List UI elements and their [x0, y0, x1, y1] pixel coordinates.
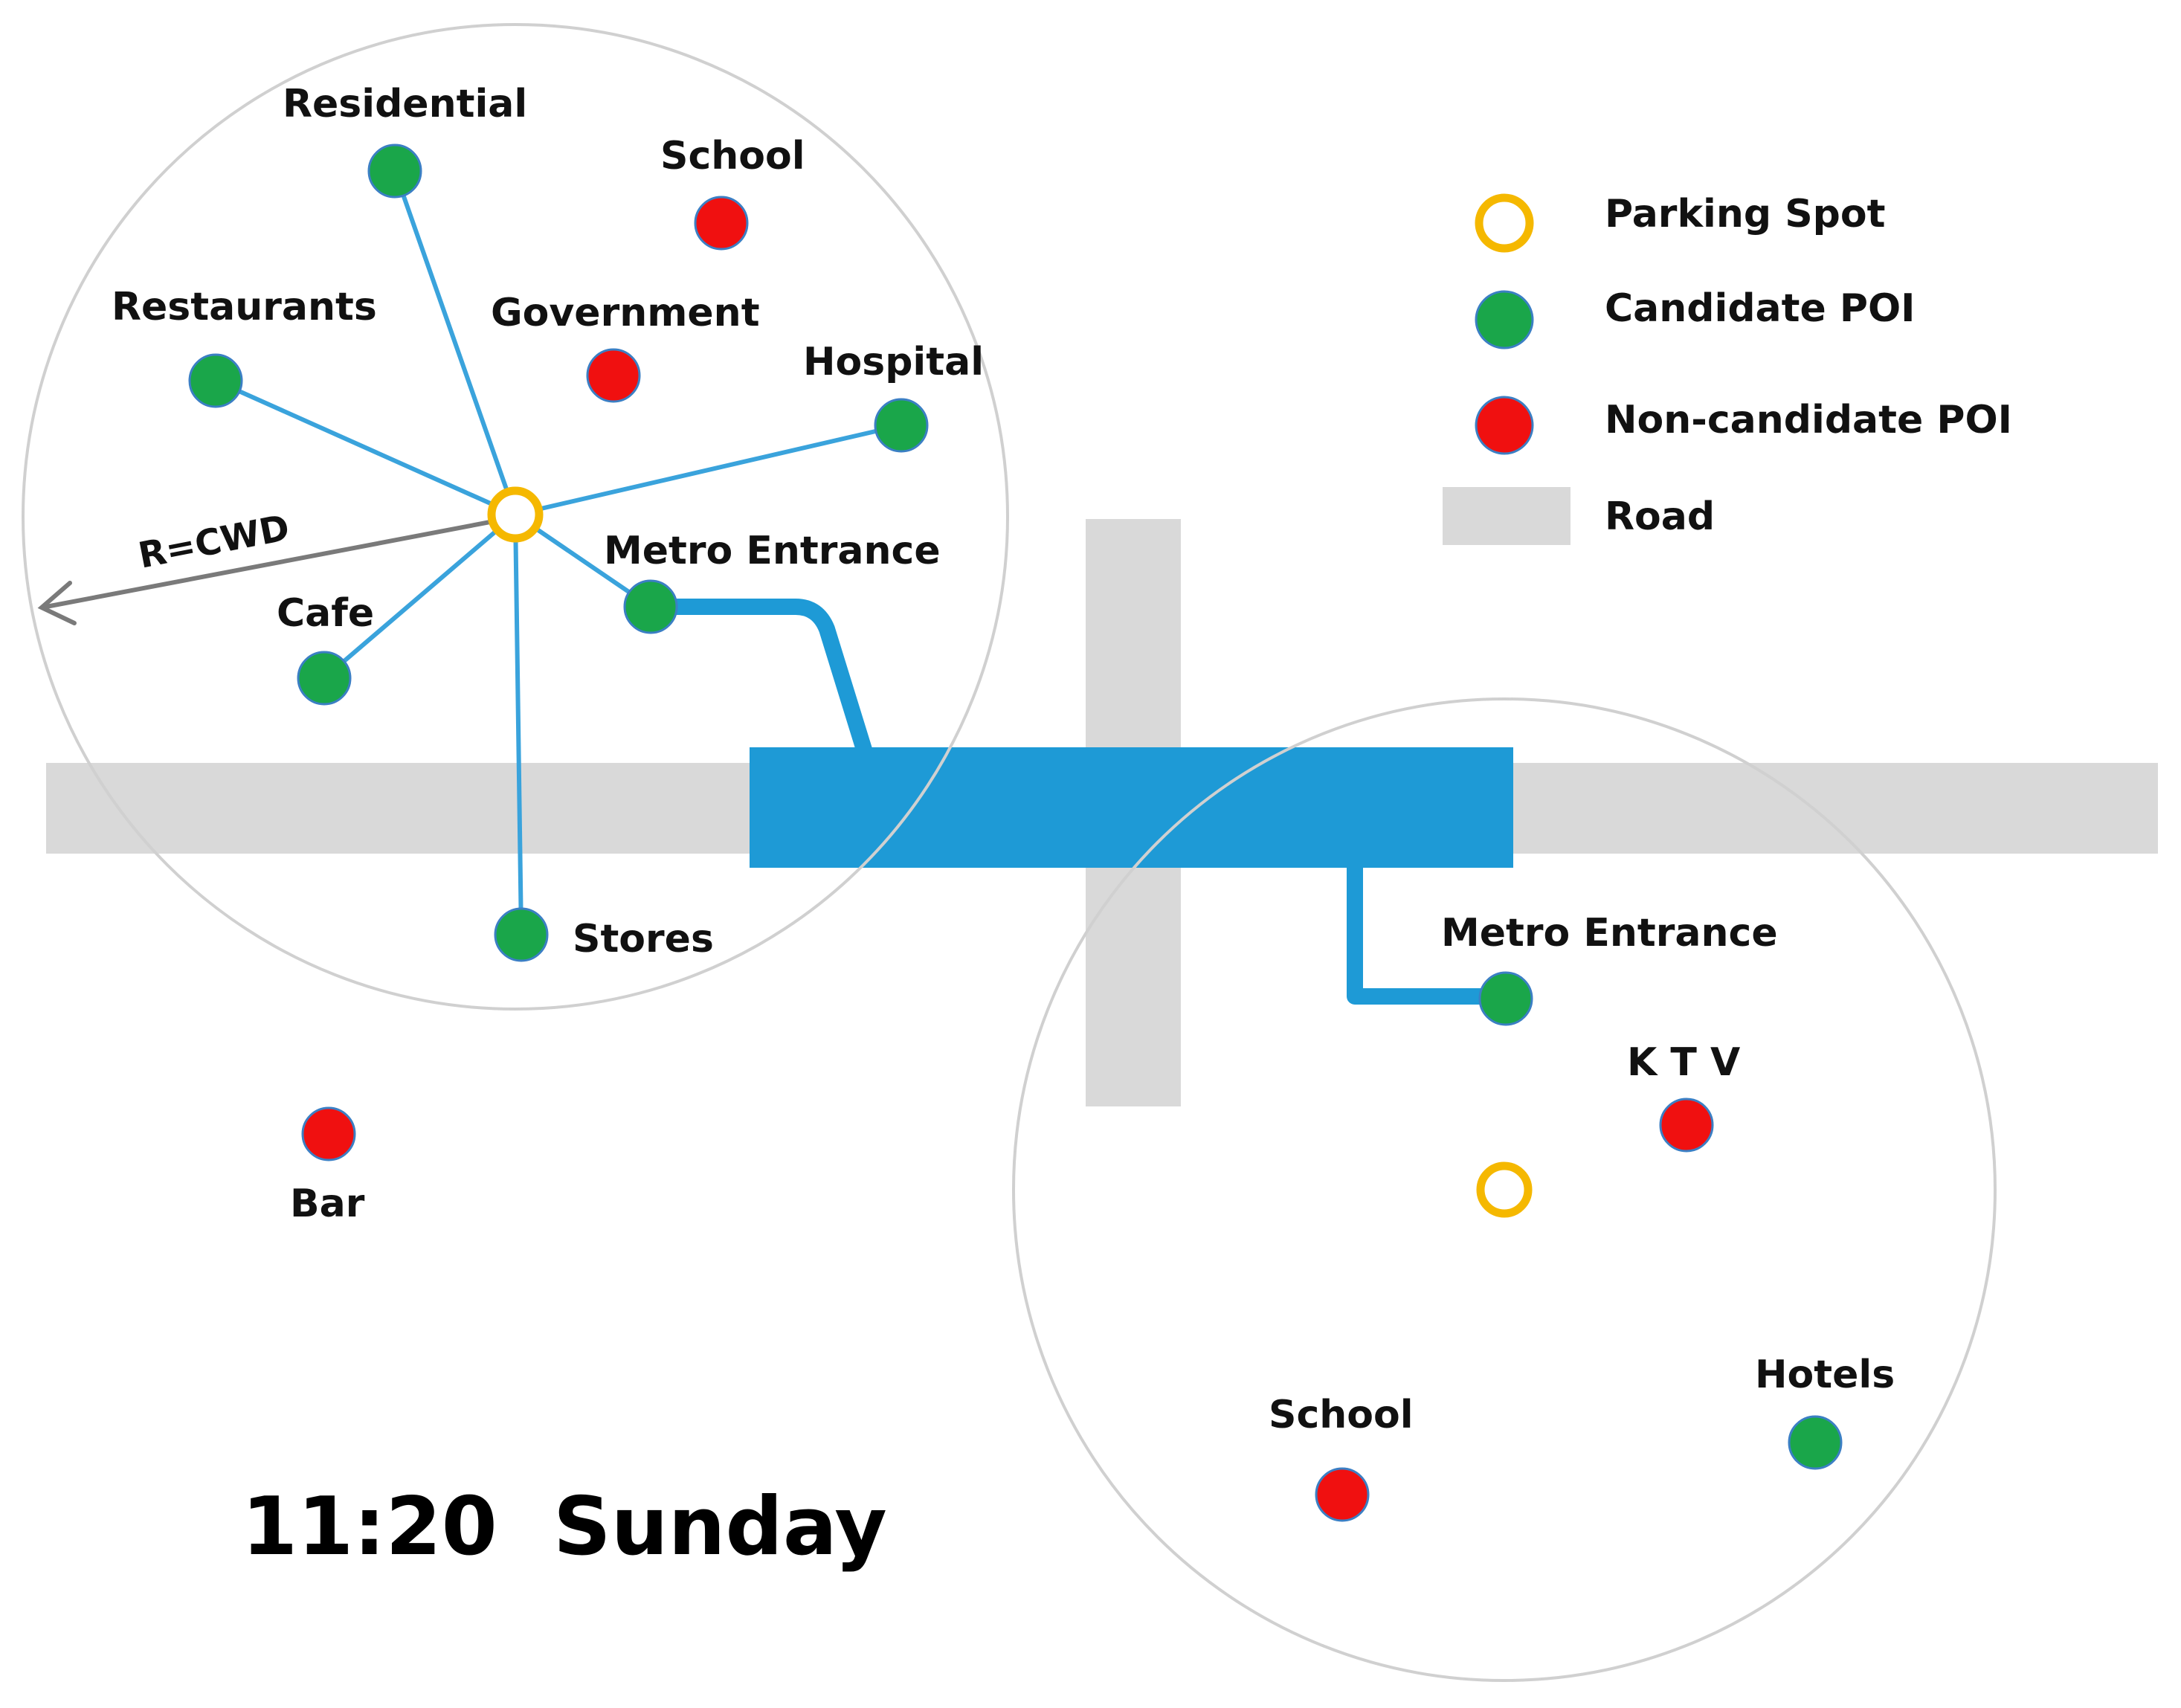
parking-spot-2	[1476, 1161, 1533, 1218]
poi-marker-stores	[494, 907, 549, 962]
poi-marker-hospital	[874, 398, 929, 453]
legend-label-road: Road	[1605, 494, 1715, 539]
metro-passage-area1	[642, 599, 872, 758]
parking-spot-1	[487, 486, 544, 543]
area2-pois: Metro Entrance K T V School Hotels	[1269, 911, 1895, 1522]
link-cafe	[323, 512, 517, 680]
poi-marker-metro-entrance-2	[1478, 971, 1533, 1026]
poi-marker-school-2	[1315, 1467, 1370, 1522]
poi-marker-school	[694, 196, 749, 251]
legend-label-non-candidate-poi: Non-candidate POI	[1605, 398, 2012, 442]
poi-label-metro-entrance-2: Metro Entrance	[1441, 911, 1778, 955]
time-label: 11:20 Sunday	[242, 1480, 887, 1573]
parking-spot-icon	[1475, 193, 1534, 253]
link-residential	[393, 170, 518, 515]
poi-marker-metro-entrance	[623, 579, 678, 634]
poi-label-ktv: K T V	[1627, 1040, 1740, 1085]
legend: Parking Spot Candidate POI Non-candidate…	[1443, 192, 2012, 545]
poi-marker-restaurants	[188, 353, 243, 408]
poi-marker-bar	[301, 1106, 356, 1161]
poi-marker-cafe	[297, 651, 352, 706]
poi-marker-hotels	[1788, 1415, 1843, 1470]
legend-label-candidate-poi: Candidate POI	[1605, 286, 1916, 331]
non-candidate-poi-icon	[1475, 396, 1534, 455]
poi-label-school: School	[660, 134, 805, 178]
poi-label-cafe: Cafe	[277, 591, 374, 636]
poi-label-bar: Bar	[290, 1182, 365, 1226]
poi-label-hospital: Hospital	[803, 340, 984, 384]
poi-marker-government	[586, 348, 641, 403]
poi-label-residential: Residential	[283, 82, 527, 126]
poi-marker-residential	[367, 144, 422, 199]
road-swatch	[1443, 487, 1570, 545]
area1-pois: Residential School Restaurants Governmen…	[112, 82, 984, 962]
radius-arrow	[37, 517, 508, 625]
legend-label-parking-spot: Parking Spot	[1605, 192, 1885, 236]
poi-label-school-2: School	[1269, 1393, 1414, 1437]
poi-label-metro-entrance: Metro Entrance	[604, 529, 941, 573]
poi-label-hotels: Hotels	[1755, 1353, 1895, 1397]
metro-station	[750, 747, 1513, 868]
poi-label-stores: Stores	[573, 917, 714, 961]
link-stores	[513, 514, 523, 935]
link-hospital	[515, 423, 902, 517]
metro-passage-area2	[1347, 859, 1510, 1005]
link-restaurants	[214, 378, 517, 517]
parking-area-circle-1	[22, 23, 1009, 1011]
candidate-poi-icon	[1475, 290, 1534, 349]
poi-marker-ktv	[1659, 1098, 1714, 1153]
parking-area-circle-2	[1012, 697, 1997, 1682]
poi-label-restaurants: Restaurants	[112, 285, 377, 329]
poi-label-government: Government	[491, 291, 760, 335]
